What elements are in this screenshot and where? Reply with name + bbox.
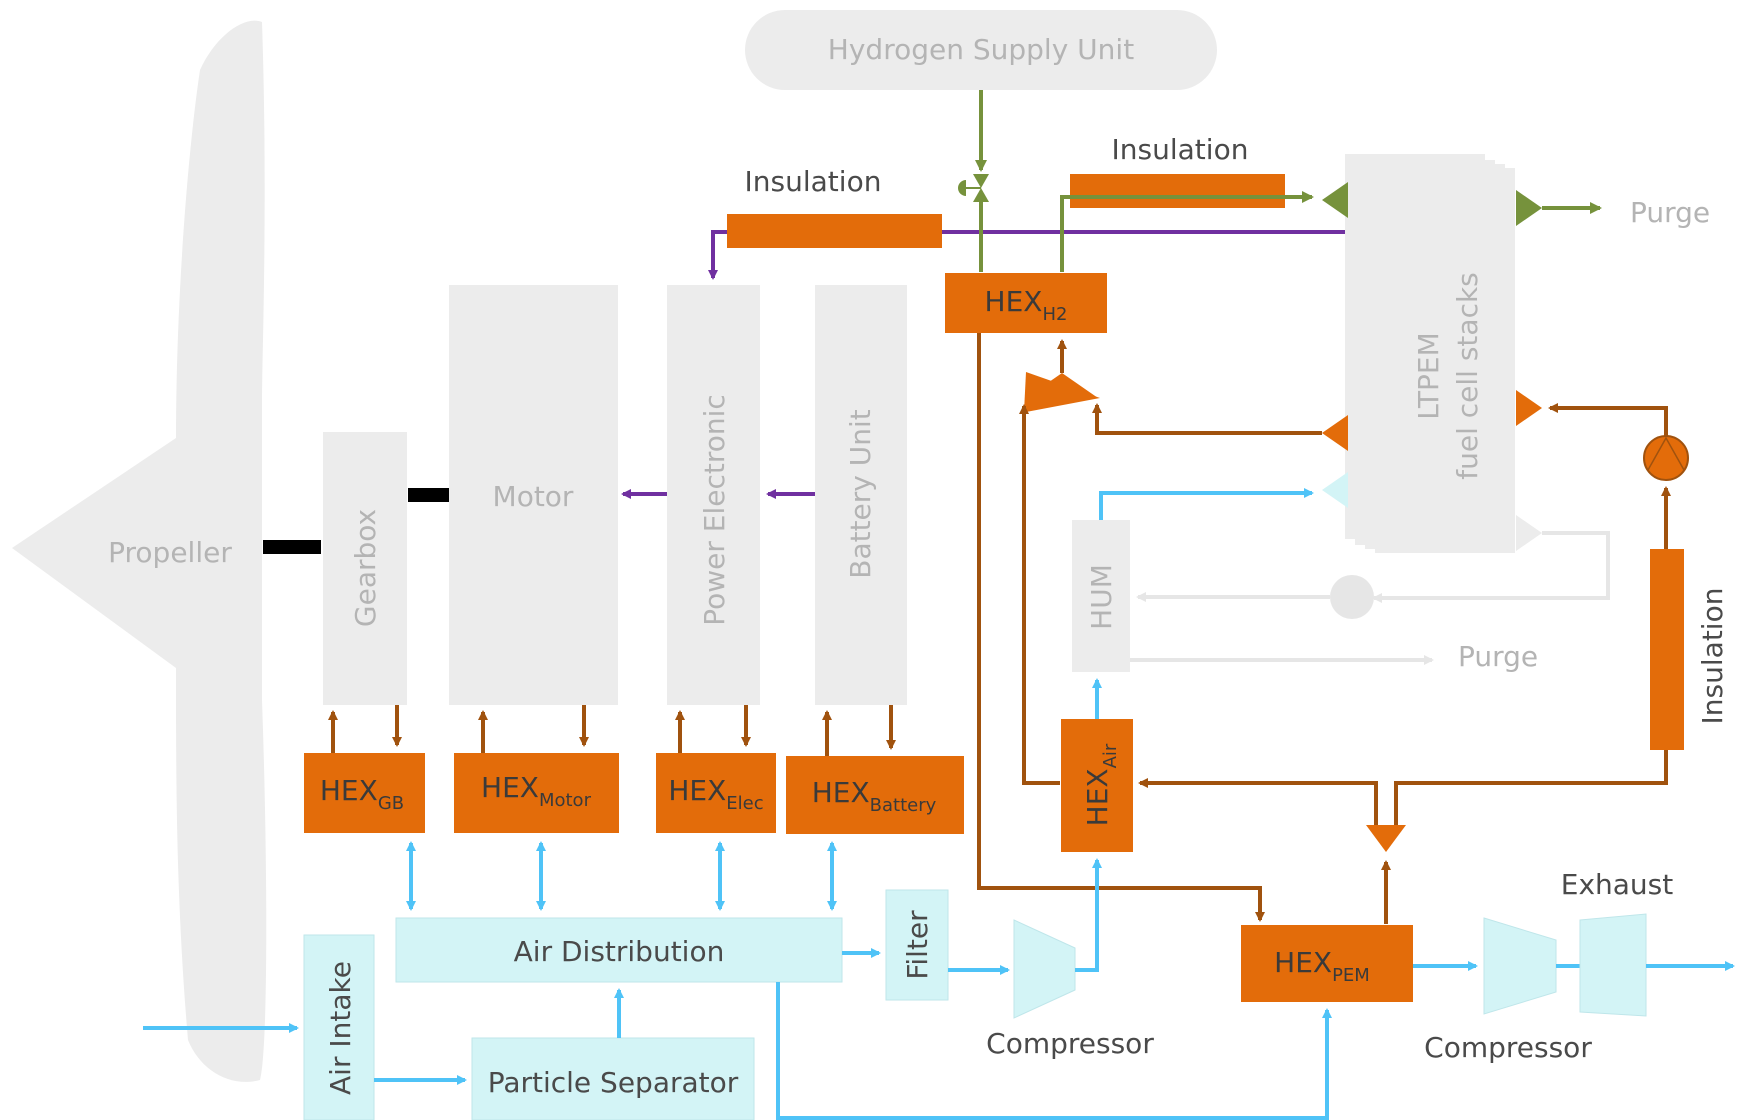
insulation-label-3: Insulation [1696, 588, 1729, 725]
hydrogen-supply-unit [745, 10, 1217, 90]
hex-battery-box [786, 756, 964, 834]
hex-motor-label: HEXMotor [481, 771, 592, 811]
motor-box [449, 285, 618, 705]
hydrogen-supply-label: Hydrogen Supply Unit [828, 33, 1134, 66]
hum-box [1072, 520, 1130, 672]
h2-outlet-port [1516, 190, 1542, 226]
splitter-to-hex-air-line [1138, 778, 1378, 825]
propeller-label: Propeller [108, 536, 232, 569]
hum-to-stack-air-line [1099, 488, 1314, 520]
air-distribution-label: Air Distribution [514, 935, 725, 968]
battery-unit-label: Battery Unit [844, 409, 877, 579]
coolant-splitter-bottom [1366, 825, 1406, 852]
hex-h2-label: HEXH2 [985, 285, 1068, 325]
insulation-bar-1 [727, 214, 942, 248]
insulation-label-1: Insulation [745, 165, 882, 198]
stack-label-line1: LTPEM [1412, 332, 1445, 420]
hex-h2-to-hex-pem-line [977, 333, 1265, 922]
hex-pem-box [1241, 925, 1413, 1002]
hex-motor-box [454, 753, 619, 833]
battery-unit-box [815, 285, 907, 705]
hex-pem-label: HEXPEM [1274, 946, 1370, 986]
power-electronic-label: Power Electronic [698, 394, 731, 626]
purge-label-1: Purge [1630, 196, 1710, 229]
propeller-shaft [263, 540, 321, 554]
hex-elec-label: HEXElec [668, 774, 763, 814]
hum-label: HUM [1085, 564, 1118, 630]
compressor-1-icon [1013, 919, 1076, 1019]
h2-valve-icon [958, 174, 989, 202]
air-inlet-port [1322, 472, 1348, 508]
hex-h2-box [945, 273, 1107, 333]
recirc-blower-icon [1330, 575, 1374, 619]
hex-gb-box [304, 753, 425, 833]
gearbox-shaft [408, 488, 450, 502]
particle-separator-box [471, 1037, 755, 1120]
air-distribution-box [395, 917, 843, 983]
coolant-splitter-top [1026, 373, 1098, 398]
air-outlet-port [1516, 515, 1542, 551]
motor-label: Motor [493, 480, 574, 513]
compressor-1-label: Compressor [986, 1027, 1154, 1060]
air-intake-label: Air Intake [324, 961, 357, 1095]
hex-gb-label: HEXGB [320, 774, 404, 814]
hex-elec-box [656, 753, 776, 833]
particle-separator-label: Particle Separator [488, 1066, 739, 1099]
hex-air-box [1061, 719, 1133, 852]
coolant-inlet-port [1516, 390, 1542, 426]
h2-to-stack-line [1060, 191, 1314, 272]
insulation-label-2: Insulation [1112, 133, 1249, 166]
stack-label-line2: fuel cell stacks [1451, 272, 1484, 480]
compressor-2-icon [1483, 917, 1557, 1015]
compressor-to-hex-air-line [1075, 858, 1102, 972]
filter-label: Filter [901, 910, 934, 980]
h2-inlet-port [1322, 182, 1348, 218]
gearbox-label: Gearbox [349, 509, 382, 627]
exhaust-label: Exhaust [1561, 868, 1674, 901]
stack-coolant-return-line [1092, 403, 1322, 435]
coolant-outlet-port [1322, 415, 1348, 451]
purge-label-2: Purge [1458, 640, 1538, 673]
stack-exhaust-recirc-line [1372, 531, 1610, 603]
coolant-pump-icon [1643, 435, 1689, 481]
filter-box [885, 889, 949, 1001]
exhaust-turbine-icon [1579, 913, 1647, 1017]
hex-air-label: HEXAir [1081, 743, 1121, 826]
insulation-bar-3 [1650, 549, 1684, 750]
power-electronic-box [667, 285, 760, 705]
pump-to-stack-coolant-line [1548, 403, 1668, 436]
hex-air-to-splitter-line [1019, 404, 1060, 785]
insulation-bar-2 [1070, 174, 1285, 208]
gearbox-box [323, 432, 407, 705]
distribution-to-hex-pem-air-line [776, 982, 1332, 1120]
splitter-to-insulation-line [1394, 750, 1668, 825]
propeller-shape [12, 20, 267, 1082]
air-intake-box [303, 934, 375, 1120]
fuel-cell-stacks [1345, 154, 1515, 553]
compressor-2-label: Compressor [1424, 1031, 1592, 1064]
fuel-cell-to-electronics-line [708, 230, 1350, 280]
hex-battery-label: HEXBattery [812, 776, 937, 816]
